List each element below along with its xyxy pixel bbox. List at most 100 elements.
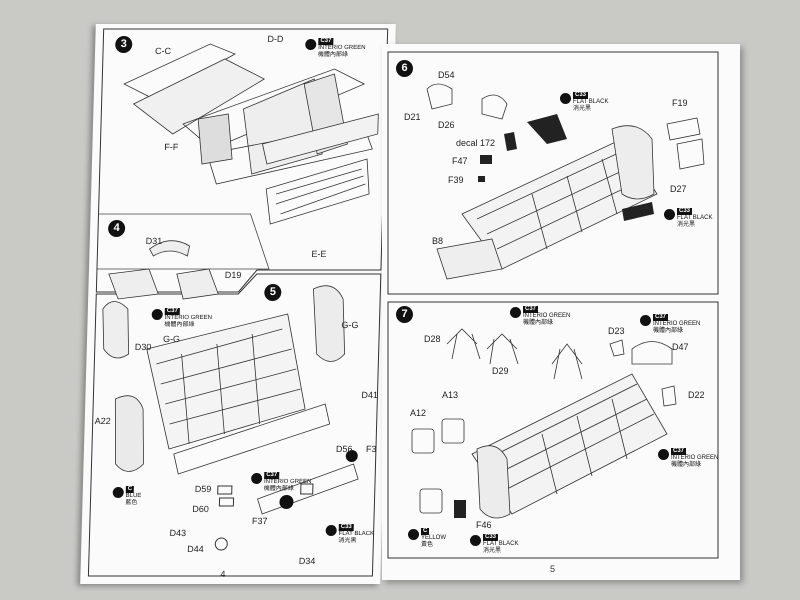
- part-label: A22: [94, 416, 111, 426]
- paint-code: C37: [671, 448, 687, 455]
- part-label: D43: [169, 528, 187, 538]
- part-label: D28: [424, 334, 441, 344]
- paint-code: C: [125, 486, 135, 493]
- part-label: D34: [298, 556, 316, 566]
- paint-bucket-icon: [325, 525, 337, 536]
- part-label: D22: [688, 390, 705, 400]
- part-label: D-D: [267, 34, 284, 44]
- part-label: G-G: [162, 334, 181, 344]
- paint-name: FLAT BLACK: [483, 541, 519, 547]
- paint-code: C37: [523, 306, 539, 313]
- part-label: D30: [134, 342, 152, 352]
- paint-bucket-icon: [112, 487, 124, 498]
- paint-native-name: 機體內部綠: [671, 462, 702, 468]
- part-label: D31: [145, 236, 163, 246]
- part-label: D47: [672, 342, 689, 352]
- paint-bucket-icon: [470, 535, 481, 546]
- part-label: F-F: [164, 142, 179, 152]
- part-label: C-C: [154, 46, 172, 56]
- part-label: A13: [442, 390, 459, 400]
- paint-bucket-icon: [151, 309, 163, 320]
- paint-code: C37: [318, 38, 334, 45]
- paint-native-name: 藍色: [125, 500, 138, 506]
- page-number: 4: [220, 569, 226, 579]
- part-label: D56: [335, 444, 353, 454]
- paint-name: FLAT BLACK: [677, 215, 713, 221]
- part-label: F19: [672, 98, 688, 108]
- part-label: D19: [224, 270, 242, 280]
- paint-name: FLAT BLACK: [573, 99, 609, 105]
- paint-native-name: 機體內部綠: [523, 320, 554, 326]
- part-label: D54: [438, 70, 455, 80]
- paint-native-name: 消光黑: [483, 548, 502, 554]
- paint-name: INTERIO GREEN: [653, 321, 701, 327]
- paint-bucket-icon: [408, 529, 419, 540]
- part-label: D23: [608, 326, 625, 336]
- part-label: D29: [492, 366, 509, 376]
- part-label: F3: [365, 444, 377, 454]
- paint-bucket-icon: [658, 449, 669, 460]
- part-label: D27: [670, 184, 687, 194]
- step-number: 7: [396, 306, 413, 323]
- paint-native-name: 機體內部綠: [317, 52, 349, 58]
- part-label: B8: [432, 236, 444, 246]
- left-page-drawing: [87, 28, 389, 577]
- paint-native-name: 機體內部綠: [263, 486, 294, 492]
- paint-code: C37: [264, 472, 280, 479]
- paint-code: C37: [653, 314, 669, 321]
- paint-name: BLUE: [125, 493, 142, 499]
- paint-code: C33: [573, 92, 589, 99]
- part-label: D26: [438, 120, 455, 130]
- part-label: F37: [251, 516, 268, 526]
- paint-bucket-icon: [305, 39, 317, 50]
- paint-native-name: 消光黑: [573, 106, 592, 112]
- paint-name: FLAT BLACK: [338, 531, 375, 537]
- part-label: A12: [410, 408, 427, 418]
- paint-name: INTERIO GREEN: [263, 479, 312, 485]
- part-label: D60: [192, 504, 209, 514]
- paint-name: INTERIO GREEN: [164, 315, 213, 321]
- paint-bucket-icon: [250, 473, 263, 484]
- paint-code: C: [421, 528, 430, 535]
- part-label: F46: [476, 520, 492, 530]
- page-number: 5: [550, 564, 556, 574]
- paint-native-name: 機體內部綠: [164, 322, 195, 328]
- paint-native-name: 消光黑: [338, 538, 357, 544]
- right-page: 6 D54 D21 D26 decal 172 F47 F39 F19 D27 …: [382, 44, 740, 580]
- part-label: F39: [448, 175, 464, 185]
- paint-bucket-icon: [560, 93, 571, 104]
- paint-bucket-icon: [664, 209, 675, 220]
- paint-code: C33: [338, 524, 354, 531]
- step-number: 6: [396, 60, 413, 77]
- paint-name: YELLOW: [421, 535, 447, 541]
- paint-name: INTERIO GREEN: [523, 313, 571, 319]
- paint-code: C33: [483, 534, 499, 541]
- paint-code: C37: [164, 308, 180, 315]
- paint-name: INTERIO GREEN: [671, 455, 719, 461]
- paint-bucket-icon: [510, 307, 521, 318]
- paint-code: C33: [677, 208, 693, 215]
- paint-native-name: 消光黑: [677, 222, 696, 228]
- right-page-drawing: [387, 51, 719, 559]
- part-label: E-E: [311, 249, 327, 259]
- part-label: D41: [361, 390, 379, 400]
- part-label: decal 172: [456, 138, 496, 148]
- paint-native-name: 機體內部綠: [653, 328, 684, 334]
- paint-bucket-icon: [640, 315, 651, 326]
- part-label: G-G: [341, 320, 359, 330]
- paint-native-name: 黃色: [421, 542, 434, 548]
